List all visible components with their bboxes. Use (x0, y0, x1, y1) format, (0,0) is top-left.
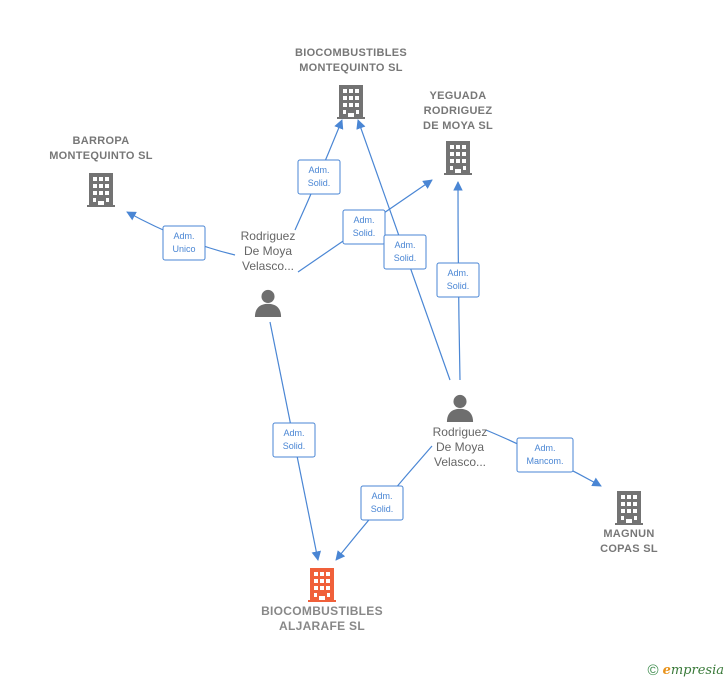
company-node-barropa-montequinto[interactable]: BARROPA MONTEQUINTO SL (49, 135, 153, 207)
edge-person_1-to-biocombustibles_montequinto: Adm. Solid. (294, 119, 344, 231)
building-icon (87, 173, 115, 207)
edge-label-text: Adm. (308, 165, 329, 175)
node-label-line: Rodriguez (433, 425, 488, 439)
edge-person_1-to-biocombustibles_aljarafe: Adm. Solid. (269, 321, 322, 561)
nodes-layer: BIOCOMBUSTIBLES MONTEQUINTO SL YEGUADA RODR… (49, 47, 658, 633)
edge-label-box (342, 209, 386, 245)
footer-watermark: © empresia (648, 662, 724, 679)
edge-person_2-to-yeguada_rodriguez: Adm. Solid. (436, 181, 480, 381)
edge-label-text: Solid. (447, 281, 470, 291)
edge-role-label[interactable]: Adm. Solid. (342, 209, 386, 245)
edge-label-text: Solid. (371, 504, 394, 514)
company-node-yeguada-rodriguez[interactable]: YEGUADA RODRIGUEZ DE MOYA SL (423, 90, 493, 175)
edge-label-text: Solid. (308, 178, 331, 188)
company-node-magnun-copas[interactable]: MAGNUN COPAS SL (600, 491, 658, 555)
edge-label-text: Solid. (283, 441, 306, 451)
edge-person_2-to-magnun_copas: Adm. Mancom. (485, 429, 602, 487)
edge-label-text: Solid. (394, 253, 417, 263)
edge-label-text: Adm. (447, 268, 468, 278)
person-icon (254, 289, 282, 317)
edge-role-label[interactable]: Adm. Solid. (360, 485, 404, 521)
node-label-line: Velasco... (434, 455, 486, 469)
edge-label-text: Adm. (173, 231, 194, 241)
edge-label-text: Mancom. (526, 456, 563, 466)
building-icon (444, 141, 472, 175)
edge-label-box (272, 422, 316, 458)
person-icon (446, 394, 474, 422)
node-label-line: MONTEQUINTO SL (299, 62, 403, 74)
edge-person_2-to-biocombustibles_montequinto: Adm. Solid. (356, 119, 451, 381)
node-label-line: BARROPA (73, 135, 130, 147)
edge-role-label[interactable]: Adm. Solid. (297, 159, 341, 195)
node-label-line: RODRIGUEZ (424, 105, 493, 117)
edge-label-text: Adm. (534, 443, 555, 453)
node-label-line: YEGUADA (429, 90, 486, 102)
copyright-symbol: © (647, 662, 659, 679)
building-icon (308, 568, 336, 602)
edge-label-box (436, 262, 480, 298)
edge-label-box (360, 485, 404, 521)
edge-label-box (162, 225, 206, 261)
node-label-line: DE MOYA SL (423, 120, 493, 132)
edge-label-text: Unico (172, 244, 195, 254)
node-label-line: Velasco... (242, 259, 294, 273)
node-label-line: De Moya (436, 440, 484, 454)
node-label-line: Rodriguez (241, 229, 296, 243)
edge-person_1-to-yeguada_rodriguez: Adm. Solid. (297, 179, 433, 273)
edge-label-text: Solid. (353, 228, 376, 238)
node-label-line: De Moya (244, 244, 292, 258)
building-icon (615, 491, 643, 525)
edge-person_2-to-biocombustibles_aljarafe: Adm. Solid. (335, 445, 433, 561)
edge-person_1-to-barropa_montequinto: Adm. Unico (126, 211, 236, 261)
company-node-biocombustibles-montequinto[interactable]: BIOCOMBUSTIBLES MONTEQUINTO SL (295, 47, 407, 119)
edge-label-text: Adm. (394, 240, 415, 250)
edge-role-label[interactable]: Adm. Solid. (383, 234, 427, 270)
edge-role-label[interactable]: Adm. Mancom. (516, 437, 574, 473)
node-label-line: COPAS SL (600, 543, 658, 555)
edge-role-label[interactable]: Adm. Solid. (272, 422, 316, 458)
edge-label-text: Adm. (283, 428, 304, 438)
node-label-line: BIOCOMBUSTIBLES (261, 604, 383, 618)
node-label-line: MAGNUN (603, 528, 654, 540)
edges-layer: Adm.UnicoAdm.Solid.Adm.Solid.Adm.Solid.A… (126, 119, 602, 561)
edge-role-label[interactable]: Adm. Solid. (436, 262, 480, 298)
edge-label-box (516, 437, 574, 473)
building-icon (337, 85, 365, 119)
node-label-line: BIOCOMBUSTIBLES (295, 47, 407, 59)
edge-label-box (297, 159, 341, 195)
edge-label-box (383, 234, 427, 270)
node-label-line: ALJARAFE SL (279, 619, 365, 633)
node-label-line: MONTEQUINTO SL (49, 150, 153, 162)
edge-role-label[interactable]: Adm. Unico (162, 225, 206, 261)
brand-logo: empresia (662, 663, 724, 678)
edge-label-text: Adm. (353, 215, 374, 225)
edge-label-text: Adm. (371, 491, 392, 501)
